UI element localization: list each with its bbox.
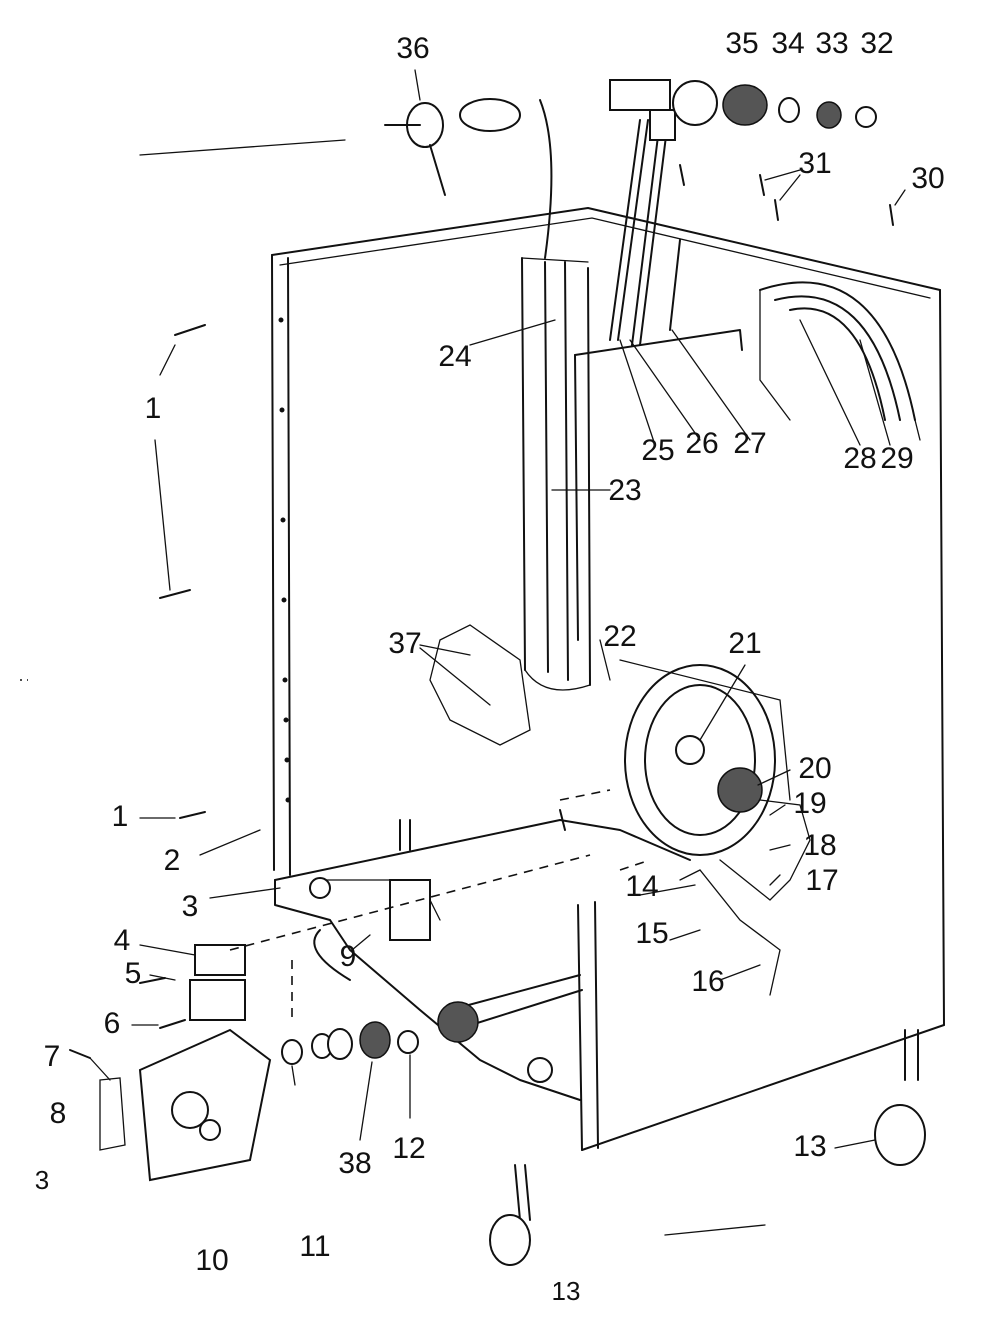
callout-labels: 1 1 2 3 4 5 6 7 8 3 9 10 11 38 12 13 13 … — [35, 27, 945, 1306]
callout-19: 19 — [793, 787, 826, 820]
cabinet-outline — [271, 207, 945, 1151]
callout-26: 26 — [685, 427, 718, 460]
callout-21: 21 — [728, 627, 761, 660]
callout-11: 11 — [299, 1230, 330, 1263]
callout-22: 22 — [603, 620, 636, 653]
wiring-harness — [609, 79, 681, 346]
callout-9: 9 — [340, 940, 357, 973]
callout-31: 31 — [798, 147, 831, 180]
idler-rod — [437, 974, 583, 1043]
callout-29: 29 — [880, 442, 913, 475]
callout-1-top: 1 — [145, 392, 162, 425]
callout-1-mid: 1 — [112, 800, 129, 833]
callout-28: 28 — [843, 442, 876, 475]
callout-3: 3 — [182, 890, 199, 923]
gas-valve-assembly — [138, 944, 272, 1182]
callout-38: 38 — [338, 1147, 371, 1180]
callout-17: 17 — [805, 864, 838, 897]
pulley-parts — [281, 1021, 419, 1065]
callout-16: 16 — [691, 965, 724, 998]
callout-13-right: 13 — [793, 1130, 826, 1163]
callout-23: 23 — [608, 474, 641, 507]
callout-33: 33 — [815, 27, 848, 60]
callout-15: 15 — [635, 917, 668, 950]
callout-5: 5 — [125, 957, 142, 990]
power-cord-plug — [384, 98, 521, 196]
detail-outlines — [99, 624, 811, 1151]
callout-2: 2 — [164, 844, 181, 877]
callout-20: 20 — [798, 752, 831, 785]
callout-35: 35 — [725, 27, 758, 60]
callout-18: 18 — [803, 829, 836, 862]
callout-24: 24 — [438, 340, 471, 373]
callout-14: 14 — [625, 870, 658, 903]
phantom-lines — [20, 679, 651, 1020]
screws — [69, 164, 894, 1059]
callout-12: 12 — [392, 1132, 425, 1165]
callout-3-lower: 3 — [35, 1165, 49, 1195]
exhaust-duct — [521, 99, 591, 691]
blower-motor — [619, 659, 791, 856]
callout-10: 10 — [195, 1244, 228, 1277]
callout-6: 6 — [104, 1007, 121, 1040]
base-plate — [274, 809, 691, 1101]
callout-7: 7 — [44, 1040, 61, 1073]
callout-34: 34 — [771, 27, 804, 60]
leveling-legs — [489, 1029, 926, 1266]
leader-lines — [89, 69, 906, 1236]
callout-13-bottom: 13 — [552, 1276, 581, 1306]
heater-housing — [759, 281, 921, 441]
callout-36: 36 — [396, 32, 429, 65]
callout-37: 37 — [388, 627, 421, 660]
callout-32: 32 — [860, 27, 893, 60]
control-knobs — [672, 80, 877, 129]
callout-8: 8 — [50, 1097, 67, 1130]
callout-25: 25 — [641, 434, 674, 467]
callout-4: 4 — [114, 924, 131, 957]
callout-27: 27 — [733, 427, 766, 460]
callout-30: 30 — [911, 162, 944, 195]
